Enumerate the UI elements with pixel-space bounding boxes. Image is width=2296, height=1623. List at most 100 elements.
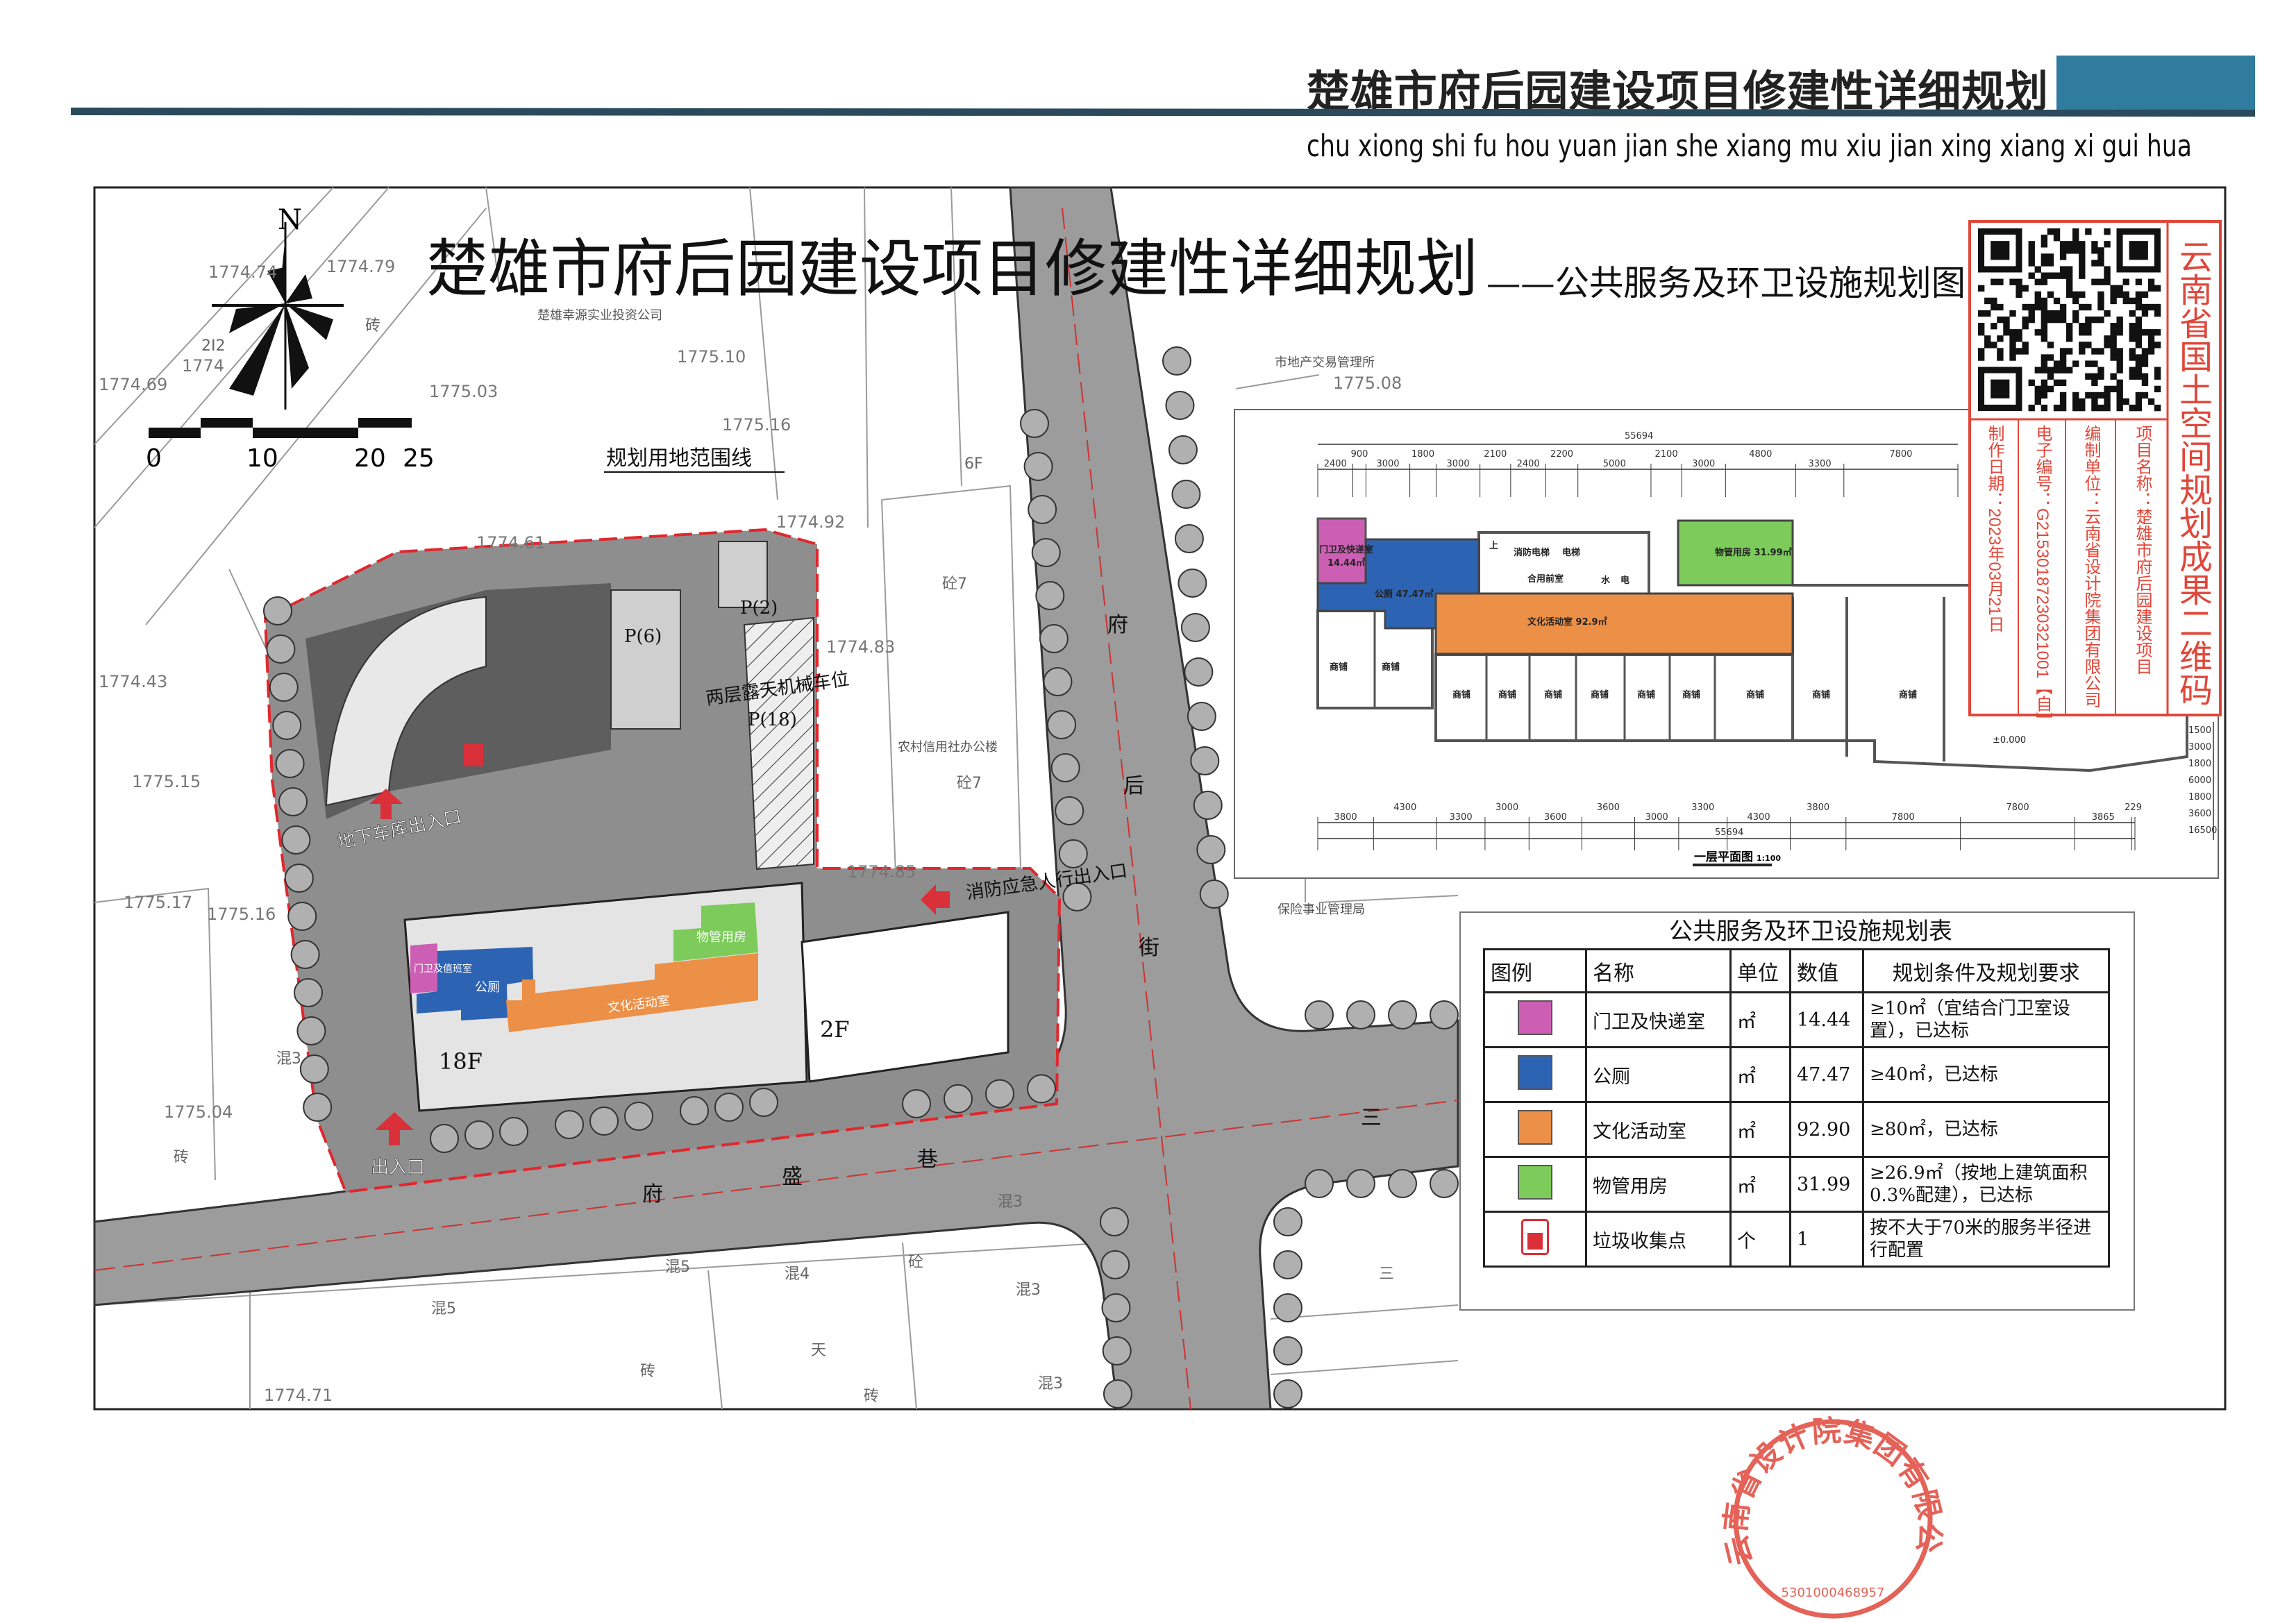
- scale-bar: [149, 418, 412, 438]
- tree-icon: [1168, 435, 1198, 464]
- tree-icon: [902, 1089, 931, 1118]
- parking-rows: [718, 541, 768, 608]
- tree-icon: [1027, 1074, 1056, 1104]
- north-label: N: [278, 204, 302, 236]
- building-mark: 2I2: [201, 337, 225, 355]
- tree-icon: [1388, 1000, 1417, 1029]
- qr-org: 编制单位：云南省设计院集团有限公司: [2081, 425, 2100, 708]
- tree-icon: [269, 673, 299, 702]
- dimension-label: 6000: [2188, 775, 2211, 786]
- tree-icon: [624, 1102, 653, 1131]
- floor-label: 18F: [439, 1048, 483, 1075]
- col-legend: 图例: [1483, 948, 1587, 993]
- curved-plaza: [325, 596, 487, 807]
- building-mark: 砼7: [957, 775, 982, 792]
- plan-label-level: ±0.000: [1993, 735, 2026, 746]
- tree-icon: [1346, 1169, 1375, 1198]
- tree-icon: [1273, 1250, 1302, 1279]
- building-2f: [801, 911, 1009, 1083]
- road-label: 后: [1123, 774, 1144, 798]
- plan-label-shop: 商铺: [1637, 689, 1655, 700]
- room-label-toilet: 公厕: [475, 980, 500, 995]
- tree-icon: [278, 787, 308, 816]
- legend-swatch: [1518, 1164, 1552, 1200]
- table-row: 垃圾收集点 个 1 按不大于70米的服务半径进行配置: [1483, 1211, 2110, 1268]
- elevation-point: 1775.15: [132, 772, 201, 791]
- tree-icon: [1055, 796, 1084, 825]
- building-mark: 混3: [276, 1050, 301, 1068]
- tree-icon: [296, 1016, 326, 1045]
- plan-label-property: 物管用房 31.99㎡: [1715, 547, 1792, 558]
- parking-label: P(18): [748, 709, 797, 730]
- building-mark: 混3: [1038, 1375, 1063, 1393]
- tree-icon: [1430, 1169, 1459, 1198]
- tree-icon: [1050, 753, 1080, 782]
- tree-icon: [299, 1054, 329, 1084]
- facility-requirement: ≥26.9㎡（按地上建筑面积0.3%配建），已达标: [1862, 1156, 2110, 1213]
- elevation-point: 1774.92: [776, 512, 845, 532]
- plan-total-bottom: 55694: [1715, 827, 1743, 838]
- facility-value: 1: [1789, 1211, 1864, 1268]
- facility-value: 14.44: [1789, 991, 1864, 1048]
- tree-icon: [1043, 667, 1073, 696]
- plan-label-shop: 商铺: [1330, 662, 1348, 673]
- header-title: 楚雄市府后园建设项目修建性详细规划: [1307, 66, 2048, 117]
- dimension-label: 1800: [2188, 792, 2211, 802]
- facility-unit: 个: [1729, 1211, 1791, 1268]
- plan-label-guard-area: 14.44㎡: [1327, 557, 1365, 569]
- dimension-label: 3800: [1807, 802, 1829, 813]
- tree-icon: [263, 596, 292, 625]
- qr-code-icon[interactable]: [1978, 228, 2161, 412]
- tree-icon: [1102, 1336, 1132, 1365]
- road-label: 府: [1107, 613, 1128, 637]
- dimension-label: 2400: [1324, 459, 1347, 469]
- street-trees: [263, 346, 1459, 1408]
- dimension-label: 3600: [1544, 812, 1567, 823]
- facility-name: 公厕: [1585, 1046, 1732, 1103]
- boundary-label: 规划用地范围线: [606, 446, 752, 471]
- tree-icon: [1031, 538, 1061, 567]
- dimension-label: 2100: [1484, 449, 1507, 460]
- elevation-point: 1775.03: [429, 382, 498, 401]
- table-header-row: 图例 名称 单位 数值 规划条件及规划要求: [1483, 948, 2110, 993]
- road-label: 三: [1361, 1106, 1382, 1130]
- building-mark: 混5: [665, 1259, 690, 1276]
- elevation-point: 1774.79: [326, 257, 395, 276]
- facility-name: 物管用房: [1585, 1156, 1732, 1213]
- shop-partitions: [1373, 611, 1794, 741]
- room-guard: [410, 943, 437, 993]
- tree-icon: [294, 978, 323, 1007]
- plan-room-culture: [1434, 592, 1794, 655]
- dimension-label: 7800: [1889, 449, 1912, 460]
- header-rule: [71, 108, 2255, 117]
- plan-room-property: [1677, 519, 1794, 587]
- building-mark: 砼: [908, 1254, 923, 1271]
- dimension-label: 1800: [1411, 449, 1434, 460]
- table-row: 门卫及快递室 ㎡ 14.44 ≥10㎡（宜结合门卫室设置），已达标: [1483, 991, 2110, 1048]
- plan-scale: 1:100: [1757, 854, 1781, 863]
- facility-value: 31.99: [1789, 1156, 1864, 1213]
- qr-code-number: 电子编号：G21530187230321001【自】: [2033, 425, 2052, 729]
- road-label: 巷: [917, 1147, 938, 1172]
- tree-icon: [1100, 1250, 1130, 1279]
- dimension-label: 3000: [1447, 459, 1470, 469]
- elevation-point: 1774.43: [99, 672, 167, 691]
- tree-icon: [281, 825, 311, 855]
- facility-name: 文化活动室: [1585, 1101, 1732, 1158]
- tree-icon: [555, 1110, 584, 1139]
- facility-unit: ㎡: [1729, 991, 1791, 1048]
- dimension-label: 3800: [1334, 812, 1357, 823]
- building-mark: 混3: [998, 1193, 1023, 1211]
- road-label: 府: [642, 1182, 663, 1206]
- plan-label-power: 电: [1620, 575, 1629, 586]
- room-label-property: 物管用房: [696, 930, 746, 945]
- tree-icon: [266, 634, 296, 664]
- scale-label: 0: [146, 444, 162, 473]
- facility-unit: ㎡: [1729, 1156, 1791, 1213]
- tree-icon: [1171, 480, 1201, 509]
- tree-icon: [944, 1084, 973, 1113]
- plan-label-shop: 商铺: [1382, 662, 1400, 673]
- plan-label-shop: 商铺: [1591, 689, 1609, 700]
- facilities-table: 图例 名称 单位 数值 规划条件及规划要求 门卫及快递室 ㎡ 14.44 ≥10…: [1483, 948, 2110, 1268]
